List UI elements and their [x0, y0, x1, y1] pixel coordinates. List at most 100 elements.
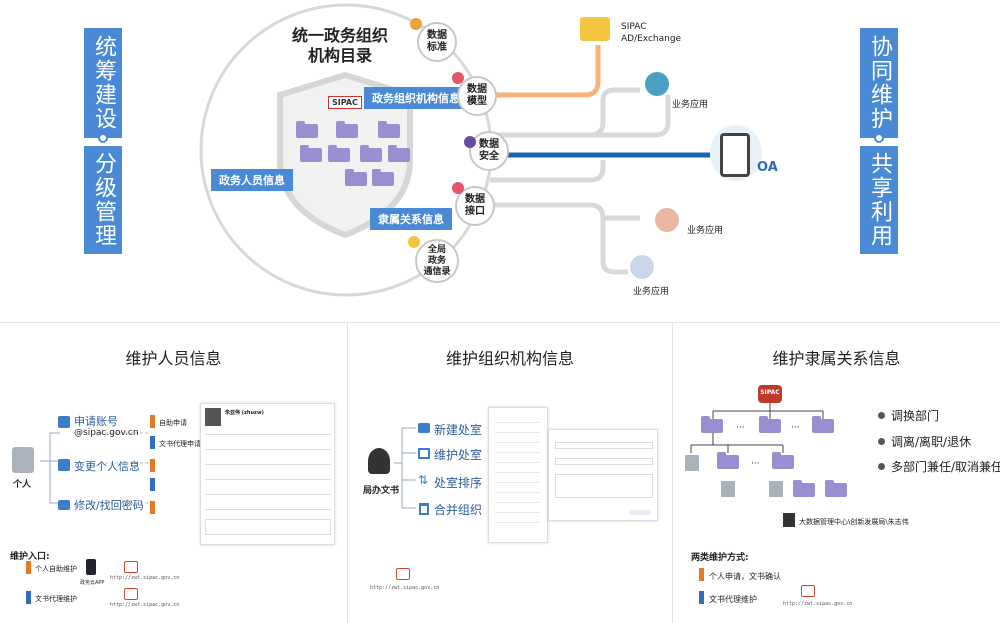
ellipsis: ··· — [791, 423, 800, 433]
panel-relation-info: 维护隶属关系信息 SIPAC ··· ··· ··· 大数据管理中心\创新发展局… — [673, 322, 1000, 623]
tablet-icon — [720, 133, 750, 177]
person-avatar-icon — [12, 447, 34, 473]
panel2-title: 维护组织机构信息 — [445, 349, 574, 368]
tag-person-info: 政务人员信息 — [211, 169, 293, 191]
office-clerk-icon — [368, 448, 390, 474]
app3-label: 业务应用 — [633, 287, 670, 297]
entry-url-1[interactable]: http://zwt.sipac.gov.cn — [110, 575, 180, 581]
action-merge-org: 合并组织 — [434, 503, 483, 517]
method2-marker — [699, 591, 704, 604]
org-folder — [360, 145, 382, 162]
panel2-lines — [394, 427, 416, 509]
entry-title: 维护入口: — [10, 552, 50, 562]
option-concurrent-label: 多部门兼任/取消兼任 — [891, 460, 1000, 474]
password-icon — [58, 500, 70, 510]
org-folder — [296, 121, 318, 138]
proxy-change-marker — [150, 478, 155, 491]
relation-caption: 大数据管理中心\创新发展局\朱志伟 — [799, 518, 909, 526]
org-folder — [701, 416, 723, 433]
bubble-data-security: 数据 安全 — [469, 131, 509, 171]
mock-buttons — [629, 510, 651, 515]
office-form-mock — [548, 429, 658, 521]
person-avatar-icon — [721, 481, 735, 497]
option-transfer: 调换部门 — [878, 407, 939, 424]
panel-org-info: 维护组织机构信息 局办文书 新建处室 维护处室 ⇅ 处室排序 合并组织 http… — [348, 322, 673, 623]
mock-divider — [205, 434, 331, 435]
self-password-marker — [150, 501, 155, 514]
bubble-data-standard: 数据 标准 — [417, 22, 457, 62]
bubble-global-directory: 全局 政务 通信录 — [415, 239, 459, 283]
panel1-lines — [40, 432, 150, 504]
line-to-app3 — [490, 202, 628, 275]
option-transfer-label: 调换部门 — [891, 409, 940, 423]
standard-dot-icon — [410, 18, 422, 30]
panel3-title: 维护隶属关系信息 — [772, 349, 901, 368]
bubble-data-interface: 数据 接口 — [455, 186, 495, 226]
mock-textarea — [205, 519, 331, 535]
line-mid — [490, 160, 606, 183]
edit-office-icon — [418, 448, 430, 459]
org-folder — [372, 169, 394, 186]
entry-url-2[interactable]: http://zwt.sipac.gov.cn — [110, 602, 180, 608]
line-branch — [545, 95, 671, 138]
self-change-marker — [150, 459, 155, 472]
org-folder — [388, 145, 410, 162]
apply-account-label: 申请账号 — [74, 415, 118, 428]
left-bar-tiered-management: 分级管理 — [84, 146, 122, 254]
panel3-url[interactable]: http://zwt.sipac.gov.cn — [783, 601, 853, 607]
method1-label: 个人申请，文书确认 — [709, 572, 781, 581]
org-folder — [300, 145, 322, 162]
catalog-title: 统一政务组织 机构目录 — [291, 26, 388, 65]
model-dot-icon — [452, 72, 464, 84]
left-bar-connector — [98, 133, 108, 143]
mock-field — [205, 444, 331, 450]
self-apply-tag: 自助申请 — [159, 419, 187, 427]
action-sort-office: 处室排序 — [434, 476, 483, 490]
office-label: 局办文书 — [363, 486, 400, 496]
option-concurrent: 多部门兼任/取消兼任 — [878, 458, 1000, 475]
connection-lines — [199, 3, 710, 297]
new-office-icon — [418, 423, 430, 433]
entry-self-marker — [26, 561, 31, 574]
person-label: 个人 — [13, 480, 32, 490]
account-icon — [58, 416, 70, 428]
right-bar-1-label: 协同维护 — [867, 35, 892, 131]
org-folder — [825, 480, 847, 497]
bullet-icon — [878, 463, 885, 470]
org-folder — [378, 121, 400, 138]
org-folder — [336, 121, 358, 138]
oa-label: OA — [757, 160, 778, 175]
left-bar-2-label: 分级管理 — [91, 152, 116, 248]
sort-icon: ⇅ — [418, 473, 429, 487]
edit-info-icon — [58, 459, 70, 471]
org-folder — [328, 145, 350, 162]
self-apply-marker — [150, 415, 155, 428]
tag-org-info: 政务组织机构信息 — [364, 87, 468, 109]
panel2-url[interactable]: http://zwt.sipac.gov.cn — [370, 585, 440, 591]
mock-field — [205, 489, 331, 495]
mock-field — [555, 458, 653, 465]
network-icon — [580, 17, 610, 41]
org-folder — [717, 452, 739, 469]
org-folder — [759, 416, 781, 433]
bubble-data-model: 数据 模型 — [457, 76, 497, 116]
browser-icon — [124, 588, 138, 600]
profile-photo — [205, 408, 221, 426]
password-label: 修改/找回密码 — [74, 499, 144, 512]
method1-marker — [699, 568, 704, 581]
entry-proxy-marker — [26, 591, 31, 604]
org-tree-mock — [488, 407, 548, 543]
option-leave-label: 调离/离职/退休 — [891, 435, 972, 449]
entry-app-label: 政务云APP — [80, 580, 105, 586]
proxy-apply-tag: 文书代理申请 — [159, 440, 201, 448]
action-maintain-office: 维护处室 — [434, 448, 483, 462]
business-app-icon — [655, 208, 679, 232]
profile-name: 朱亚伟 (zhuzw) — [225, 410, 264, 416]
tree-lines — [495, 416, 540, 526]
org-folder — [772, 452, 794, 469]
browser-icon — [396, 568, 410, 580]
people-icon — [408, 236, 420, 248]
change-info-label: 变更个人信息 — [74, 460, 140, 473]
app1-label: 业务应用 — [672, 100, 709, 110]
business-app-icon — [645, 72, 669, 96]
